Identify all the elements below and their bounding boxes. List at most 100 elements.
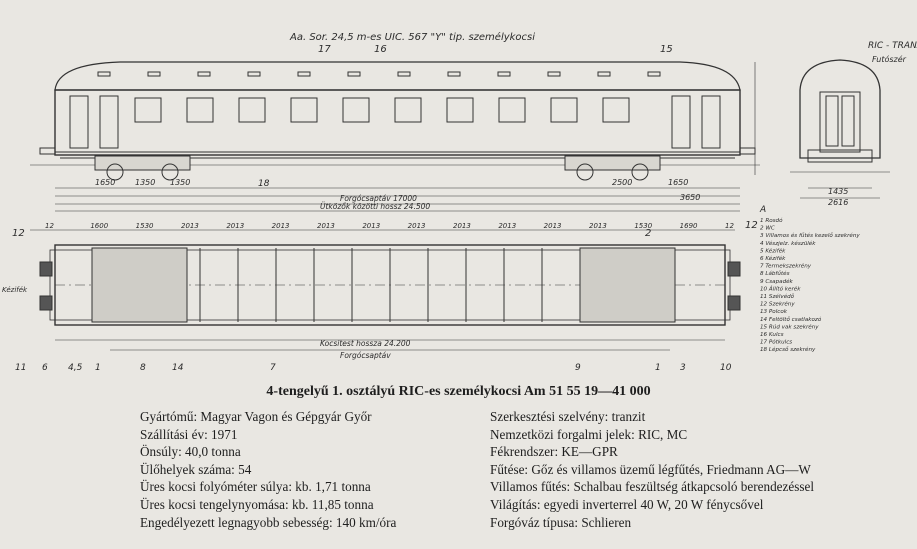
side-view [30, 61, 760, 212]
plan-dim-label: 2013 [226, 222, 244, 230]
end-view [790, 59, 890, 199]
plan-dim-label: 12 [725, 222, 734, 230]
side-window [446, 97, 474, 123]
plan-dim-label: 2013 [498, 222, 516, 230]
spec-futes: Fűtése: Gőz és villamos üzemű légfűtés, … [490, 461, 811, 477]
plan-dim-label: 2013 [408, 222, 426, 230]
callout-kezifek: Kézifék [2, 286, 28, 294]
dim-1350-b: 1350 [170, 178, 190, 187]
plan-label-hossz: Kocsitest hossza 24.200 [320, 339, 411, 348]
spec-tengelynyomas: Üres kocsi tengelynyomása: kb. 11,85 ton… [140, 496, 374, 512]
legend-item: 3 Villamos és fűtés kezelő szekrény [760, 232, 860, 239]
side-window [238, 97, 266, 123]
plan-dim-label: 2013 [317, 222, 335, 230]
plan-callout-bottom: 11 [15, 363, 26, 373]
spec-szallitasi-ev: Szállítási év: 1971 [140, 426, 238, 442]
plan-dim-label: 2013 [362, 222, 380, 230]
spec-szelveny: Szerkesztési szelvény: tranzit [490, 409, 646, 424]
callout-17: 17 [318, 44, 331, 55]
callout-2-right: 2 [645, 228, 651, 239]
plan-dim-label: 2013 [181, 222, 199, 230]
plan-callout-bottom: 1 [95, 363, 101, 373]
roof-vent [197, 71, 211, 77]
end-label-ric: RIC - TRANZIT [868, 41, 917, 51]
roof-vent [597, 71, 611, 77]
spec-folyometer-suly: Üres kocsi folyóméter súlya: kb. 1,71 to… [140, 479, 371, 495]
side-window [134, 97, 162, 123]
side-window [186, 97, 214, 123]
plan-callout-bottom: 10 [720, 363, 732, 373]
end-label-futoszer: Futószér [872, 54, 907, 64]
dim-1650-a: 1650 [95, 178, 115, 187]
plan-callout-bottom: 9 [575, 363, 581, 373]
legend-item: 1 Rosdó [760, 217, 783, 224]
spec-forgovaz: Forgóváz típusa: Schlieren [490, 514, 632, 530]
roof-vent [147, 71, 161, 77]
spec-onsuly: Önsúly: 40,0 tonna [140, 444, 241, 460]
callout-12-right: 12 [745, 220, 758, 231]
roof-vent [547, 71, 561, 77]
drawing-title: Aa. Sor. 24,5 m-es UIC. 567 "Y" tip. sze… [289, 31, 535, 43]
dim-1435: 1435 [828, 187, 848, 196]
roof-vent [347, 71, 361, 77]
legend-item: 10 Állító kerék [760, 285, 801, 292]
dim-1650-b: 1650 [668, 178, 688, 187]
side-window [602, 97, 630, 123]
legend-item: 4 Vészjelz. készülék [760, 240, 816, 247]
roof-vent [247, 71, 261, 77]
spec-vilagitas: Világítás: egyedi inverterrel 40 W, 20 W… [490, 496, 764, 512]
plan-callout-bottom: 3 [680, 363, 686, 373]
spec-forgalmi-jelek: Nemzetközi forgalmi jelek: RIC, MC [490, 426, 688, 442]
side-window [394, 97, 422, 123]
spec-gyartomu: Gyártómű: Magyar Vagon és Gépgyár Győr [140, 409, 372, 424]
roof-vent [497, 71, 511, 77]
dim-2616: 2616 [828, 198, 848, 207]
specs-left: Gyártómű: Magyar Vagon és Gépgyár Győr S… [140, 408, 485, 531]
plan-dim-label: 1530 [634, 222, 652, 230]
legend-item: 5 Kézifék [760, 247, 786, 254]
legend-header: A [759, 205, 766, 215]
callout-15: 15 [660, 44, 673, 55]
legend-item: 12 Szekrény [760, 301, 795, 308]
spec-sebesseg: Engedélyezett legnagyobb sebesség: 140 k… [140, 514, 397, 530]
legend-item: 13 Polcok [760, 309, 788, 315]
dim-1350-a: 1350 [135, 178, 155, 187]
legend-item: 2 WC [760, 226, 775, 232]
roof-vent [97, 71, 111, 77]
roof-vent [397, 71, 411, 77]
caption: 4-tengelyű 1. osztályú RIC-es személykoc… [266, 384, 651, 399]
roof-vent [447, 71, 461, 77]
dim-forgocsap: Forgócsaptáv 17000 [340, 194, 417, 203]
plan-dim-label: 1690 [680, 222, 698, 230]
legend-item: 7 Termekszekrény [760, 263, 812, 270]
spec-villamos-futes: Villamos fűtés: Schalbau feszültség átka… [490, 479, 815, 495]
side-window [290, 97, 318, 123]
spec-ulohelyek: Ülőhelyek száma: 54 [140, 461, 252, 477]
legend-item: 6 Kézifék [760, 255, 786, 262]
specs-right: Szerkesztési szelvény: tranzit Nemzetköz… [490, 408, 910, 531]
legend-item: 8 Lábfűtés [760, 270, 790, 277]
plan-callout-bottom: 14 [172, 363, 184, 373]
plan-callout-bottom: 8 [140, 363, 146, 373]
plan-dim-label: 2013 [589, 222, 607, 230]
legend-item: 14 Feltöltő csatlakozó [760, 316, 822, 323]
spec-fekrendszer: Fékrendszer: KE—GPR [490, 444, 618, 460]
plan-view [30, 229, 741, 351]
legend-item: 15 Rúd vak szekrény [760, 323, 819, 330]
technical-drawing: Aa. Sor. 24,5 m-es UIC. 567 "Y" tip. sze… [2, 31, 917, 373]
roof-vent [297, 71, 311, 77]
side-window [498, 97, 526, 123]
plan-dim-label: 1530 [136, 222, 154, 230]
plan-dim-label: 12 [45, 222, 54, 230]
dim-utkozok: Ütközők közötti hossz 24.500 [320, 202, 430, 211]
callout-16: 16 [374, 44, 387, 55]
legend-item: 17 Pótkulcs [760, 339, 792, 346]
legend-item: 9 Csapadék [760, 278, 794, 285]
plan-dim-label: 2013 [544, 222, 562, 230]
dim-3650: 3650 [680, 193, 700, 202]
plan-dim-label: 2013 [272, 222, 290, 230]
legend-item: 16 Kulcs [760, 332, 784, 338]
plan-callout-bottom: 1 [655, 363, 661, 373]
callout-12-left: 12 [12, 228, 25, 239]
plan-label-forgocsap: Forgócsaptáv [340, 351, 391, 360]
